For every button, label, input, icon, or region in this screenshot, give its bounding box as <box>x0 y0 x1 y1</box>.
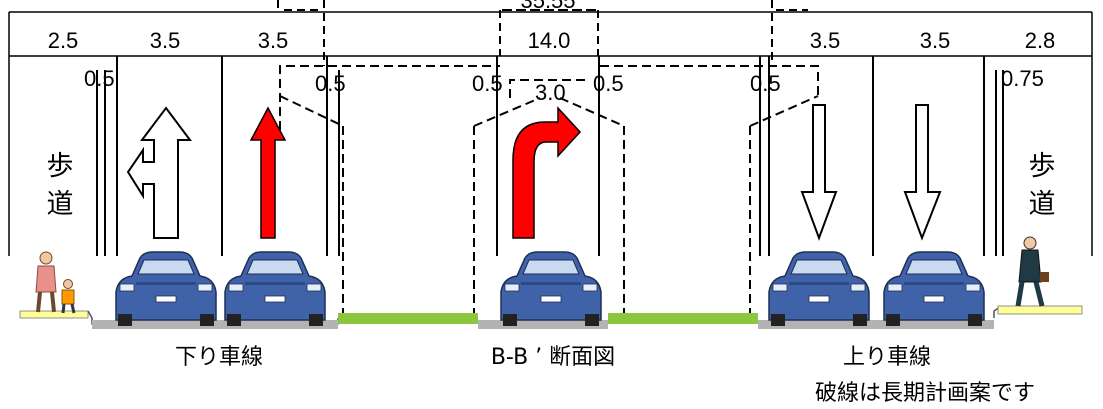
right-turn-arrow-red-icon <box>512 106 582 239</box>
caption-section-title: B-B ’ 断面図 <box>491 345 615 370</box>
top-dimensions: 2.5 3.5 3.5 14.0 3.5 3.5 2.8 <box>48 28 1056 53</box>
inner-dim-4: 3.0 <box>535 80 566 105</box>
dim-lane-4: 3.5 <box>920 28 951 53</box>
sidewalk-right-surface <box>997 305 1083 315</box>
dim-lane-3: 3.5 <box>810 28 841 53</box>
straight-left-turn-arrow-icon <box>126 106 192 239</box>
inner-dim-5: 0.5 <box>593 71 624 96</box>
median-right-surface <box>608 313 758 324</box>
inner-dim-3: 0.5 <box>472 71 503 96</box>
overall-width-label: 35.55 <box>520 0 575 13</box>
road-surface <box>19 305 1083 329</box>
sidewalk-right-label: 歩 道 <box>1029 151 1056 220</box>
sidewalk-left-char-2: 道 <box>47 189 74 220</box>
road-left-surface <box>92 320 338 329</box>
inner-dimensions: 0.5 0.5 0.5 3.0 0.5 0.5 0.75 <box>84 66 1044 105</box>
median-left-surface <box>338 313 478 324</box>
pedestrian-adult-child-icon <box>35 251 76 314</box>
sidewalk-left-char-1: 歩 <box>47 151 74 182</box>
sidewalk-left-surface <box>19 310 89 319</box>
caption-up-lanes: 上り車線 <box>843 345 931 370</box>
car-icon <box>500 251 602 327</box>
dim-sidewalk-left: 2.5 <box>48 28 79 53</box>
edge-lines <box>96 70 1004 256</box>
car-icon <box>115 251 217 327</box>
road-center-surface <box>478 320 608 329</box>
long-term-plan-dashed-lanes <box>279 65 819 318</box>
inner-dim-7: 0.75 <box>1001 66 1044 91</box>
lane-lines <box>116 56 985 256</box>
dim-lane-2: 3.5 <box>258 28 289 53</box>
pedestrian-businessman-icon <box>1015 236 1049 307</box>
caption-dashed-note: 破線は長期計画案です <box>815 381 1035 406</box>
car-icon <box>224 251 326 327</box>
inner-dim-1: 0.5 <box>84 66 115 91</box>
sidewalk-left-label: 歩 道 <box>47 151 74 220</box>
dim-sidewalk-right: 2.8 <box>1025 28 1056 53</box>
down-arrow-icon <box>800 104 838 241</box>
dim-lane-1: 3.5 <box>150 28 181 53</box>
sidewalk-right-char-2: 道 <box>1029 189 1056 220</box>
dim-median: 14.0 <box>528 28 571 53</box>
car-icon <box>883 251 985 327</box>
sidewalk-right-char-1: 歩 <box>1029 151 1056 182</box>
long-term-plan-top-dashes <box>277 0 808 66</box>
caption-down-lanes: 下り車線 <box>175 345 263 370</box>
road-right-surface <box>758 320 994 329</box>
down-arrow-icon <box>903 104 942 241</box>
inner-dim-2: 0.5 <box>315 71 346 96</box>
car-icon <box>768 251 870 327</box>
inner-dim-6: 0.5 <box>750 71 781 96</box>
straight-arrow-red-icon <box>249 106 287 239</box>
